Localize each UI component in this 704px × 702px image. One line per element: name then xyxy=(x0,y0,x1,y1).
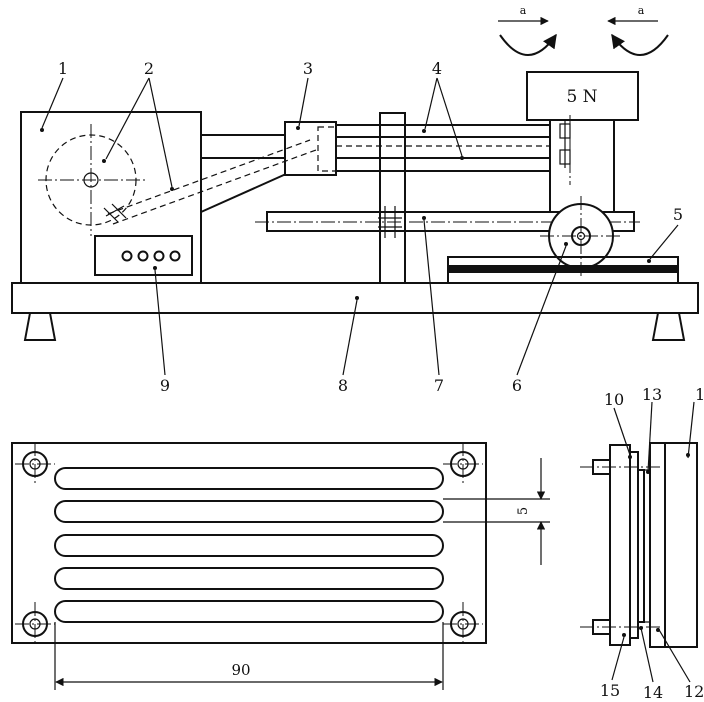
callout-1: 1 xyxy=(58,59,68,78)
slot-gap-label: 5 xyxy=(516,507,531,515)
slotted-plate xyxy=(11,442,487,644)
sample-strip xyxy=(448,265,678,273)
callout-6: 6 xyxy=(512,376,522,395)
callout-8: 8 xyxy=(338,376,348,395)
motion-label-right: a xyxy=(638,4,645,17)
callout-9: 9 xyxy=(160,376,170,395)
left-foot xyxy=(23,312,57,341)
motion-indicator-left xyxy=(498,16,557,56)
control-button[interactable] xyxy=(169,250,181,262)
motion-label-left: a xyxy=(520,4,527,17)
corner-hole xyxy=(15,442,55,486)
callout-12: 12 xyxy=(684,682,704,701)
load-label: 5 N xyxy=(566,87,597,107)
leader-lines xyxy=(41,77,679,376)
slot xyxy=(54,567,444,590)
callout-4: 4 xyxy=(432,59,442,78)
slot xyxy=(54,467,444,490)
callout-7: 7 xyxy=(434,376,444,395)
slot-gap-dimension xyxy=(443,458,550,565)
control-button[interactable] xyxy=(121,250,133,262)
layer-12 xyxy=(649,442,666,648)
callout-2: 2 xyxy=(144,59,154,78)
callout-5: 5 xyxy=(673,205,683,224)
support-column xyxy=(379,112,406,284)
length-dimension xyxy=(54,622,444,690)
motion-indicator-right xyxy=(607,16,669,56)
control-button[interactable] xyxy=(137,250,149,262)
layer-13 xyxy=(629,451,639,639)
machine-view: 5 N xyxy=(11,4,699,395)
slider-block xyxy=(284,121,337,176)
length-label: 90 xyxy=(231,661,250,679)
layer-11 xyxy=(664,442,698,648)
callout-10: 10 xyxy=(604,390,624,409)
corner-hole xyxy=(15,602,55,646)
right-foot xyxy=(651,312,686,341)
section-view: 10 13 11 15 14 12 xyxy=(580,385,704,702)
control-button[interactable] xyxy=(153,250,165,262)
layer-10 xyxy=(609,444,631,646)
control-panel xyxy=(94,235,193,276)
slot xyxy=(54,600,444,623)
callout-3: 3 xyxy=(303,59,313,78)
corner-hole xyxy=(443,602,483,646)
slotted-plate-view: 5 90 xyxy=(11,442,550,690)
corner-hole xyxy=(443,442,483,486)
layer-14 xyxy=(637,469,645,623)
callout-11: 11 xyxy=(695,385,704,404)
callout-14: 14 xyxy=(643,683,663,702)
callout-13: 13 xyxy=(642,385,662,404)
connecting-rod xyxy=(107,139,311,215)
motor-housing xyxy=(20,111,202,284)
slot xyxy=(54,500,444,523)
slot xyxy=(54,534,444,557)
section-leader-lines xyxy=(611,401,695,683)
layer-14b xyxy=(643,469,651,623)
callout-15: 15 xyxy=(600,681,620,700)
